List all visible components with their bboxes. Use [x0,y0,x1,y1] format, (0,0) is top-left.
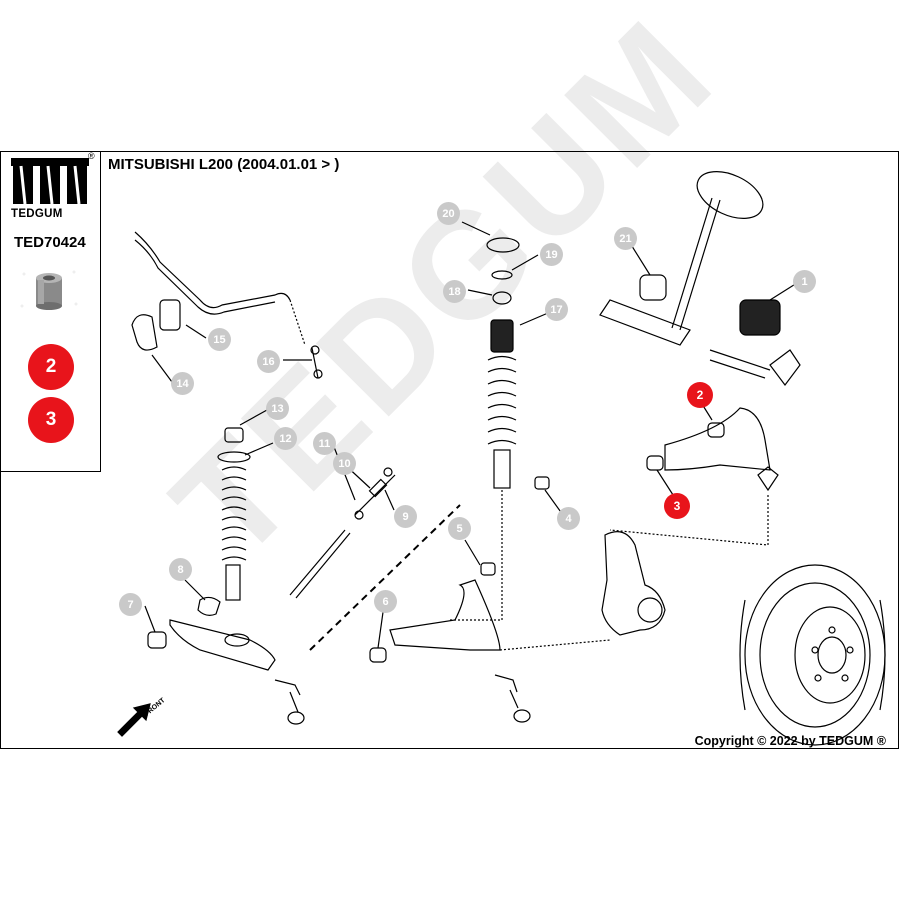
callout-4: 4 [557,507,580,530]
callout-17: 17 [545,298,568,321]
bushing-thumbnail [20,270,78,310]
callout-13: 13 [266,397,289,420]
callout-6: 6 [374,590,397,613]
callout-21: 21 [614,227,637,250]
callout-8: 8 [169,558,192,581]
callout-12: 12 [274,427,297,450]
highlight-badge-2: 2 [28,344,74,390]
diagram-frame [0,151,899,749]
callout-7: 7 [119,593,142,616]
callout-9: 9 [394,505,417,528]
sidebar-panel [0,151,101,472]
highlight-badge-3: 3 [28,397,74,443]
brand-name: TEDGUM [11,208,63,220]
callout-11: 11 [313,432,336,455]
callout-19: 19 [540,243,563,266]
callout-15: 15 [208,328,231,351]
callout-14: 14 [171,372,194,395]
callout-16: 16 [257,350,280,373]
callout-10: 10 [333,452,356,475]
vehicle-title: MITSUBISHI L200 (2004.01.01 > ) [108,156,340,173]
copyright-notice: Copyright © 2022 by TEDGUM ® [694,734,886,748]
callout-5: 5 [448,517,471,540]
callout-2-highlight: 2 [687,382,713,408]
part-number: TED70424 [14,234,86,251]
registered-mark: ® [88,151,95,161]
callout-18: 18 [443,280,466,303]
tedgum-logo [11,158,89,205]
callout-1: 1 [793,270,816,293]
callout-3-highlight: 3 [664,493,690,519]
callout-20: 20 [437,202,460,225]
